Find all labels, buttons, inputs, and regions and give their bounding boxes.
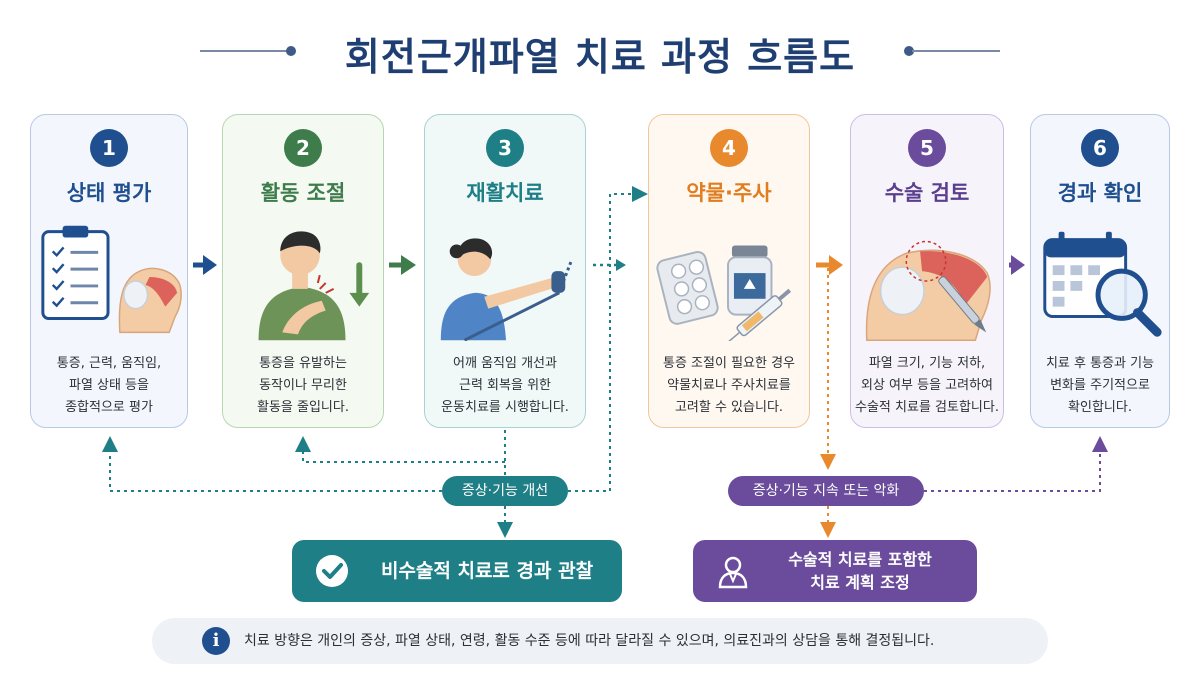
step-title: 약물·주사 — [686, 181, 772, 205]
arrow-step4-to-step5 — [816, 255, 843, 275]
outcome-conservative-observation: 비수술적 치료로 경과 관찰 — [292, 540, 622, 602]
step-description: 치료 후 통증과 기능 변화를 주기적으로 확인합니다. — [1045, 356, 1155, 415]
step-number: 1 — [90, 129, 128, 167]
step-card-progress-check: 6 경과 확인 치료 후 통증과 기능 변화를 주기적으로 확인합니다. — [1030, 114, 1170, 428]
clipboard-checklist-icon — [41, 225, 182, 334]
arrow-step2-to-step3 — [389, 255, 416, 275]
info-note: i 치료 방향은 개인의 증상, 파열 상태, 연령, 활동 수준 등에 따라 … — [152, 618, 1048, 664]
step-card-medication-injection: 4 약물·주사 통증 조절이 필요한 경우 약물치료나 주사치료를 고려할 수 … — [648, 114, 810, 428]
arrow-step3-to-step4 — [593, 259, 626, 271]
step-title: 수술 검토 — [884, 181, 970, 205]
page-title: 회전근개파열 치료 과정 흐름도 — [344, 35, 856, 79]
improve-branch-label: 증상·기능 개선 — [442, 476, 568, 506]
doctor-icon — [718, 556, 748, 589]
step-description: 파열 크기, 기능 저하, 외상 여부 등을 고려하여 수술적 치료를 검토합니… — [855, 356, 999, 415]
title-divider-left — [200, 50, 288, 52]
step-card-assessment: 1 상태 평가 통증, 근력, 움직임, 파열 상태 등을 종합적으로 평가 — [30, 114, 188, 428]
step-description: 어깨 움직임 개선과 근력 회복을 위한 운동치료를 시행합니다. — [441, 356, 569, 415]
arrow-step5-to-step6 — [1009, 255, 1025, 275]
title-dot-left — [286, 46, 296, 56]
step-number: 3 — [486, 129, 524, 167]
calendar-magnifier-icon — [1043, 231, 1162, 337]
step-description: 통증, 근력, 움직임, 파열 상태 등을 종합적으로 평가 — [56, 356, 162, 415]
person-holding-shoulder-icon — [258, 231, 370, 341]
title-dot-right — [904, 46, 914, 56]
step-description: 통증 조절이 필요한 경우 약물치료나 주사치료를 고려할 수 있습니다. — [663, 356, 795, 415]
outcome-label: 비수술적 치료로 경과 관찰 — [380, 560, 594, 582]
outcome-surgical-plan-adjustment: 수술적 치료를 포함한 치료 계획 조정 — [693, 540, 977, 602]
step-title: 경과 확인 — [1057, 181, 1143, 205]
info-icon: i — [202, 627, 230, 655]
step-number: 5 — [908, 129, 946, 167]
outcome-label: 수술적 치료를 포함한 치료 계획 조정 — [788, 550, 932, 592]
step-title: 활동 조절 — [260, 181, 346, 205]
resistance-band-exercise-icon — [440, 238, 573, 341]
medication-syringe-icon — [656, 245, 792, 341]
arrow-step1-to-step2 — [193, 255, 217, 275]
title-divider-right — [912, 50, 1000, 52]
step-number: 6 — [1081, 129, 1119, 167]
step-number: 2 — [284, 129, 322, 167]
step-card-surgery-review: 5 수술 검토 파열 크기, 기능 저하, 외상 여부 등을 고려하여 수술적 … — [850, 114, 1004, 428]
check-circle-icon — [316, 555, 348, 587]
title-area: 회전근개파열 치료 과정 흐름도 — [0, 18, 1200, 79]
step-description: 통증을 유발하는 동작이나 무리한 활동을 줄입니다. — [257, 356, 349, 415]
worsen-branch-label: 증상·기능 지속 또는 악화 — [728, 476, 924, 506]
info-note-text: 치료 방향은 개인의 증상, 파열 상태, 연령, 활동 수준 등에 따라 달라… — [244, 633, 935, 649]
step-number: 4 — [710, 129, 748, 167]
step-title: 재활치료 — [466, 181, 544, 205]
shoulder-surgery-icon — [865, 240, 991, 341]
step-title: 상태 평가 — [66, 181, 152, 205]
step-card-rehabilitation: 3 재활치료 어깨 움직임 개선과 근력 회복을 위한 운동치료를 시행합니다. — [424, 114, 586, 428]
step-card-activity-adjustment: 2 활동 조절 통증을 유발하는 동작이나 무리한 활동을 줄입니다. — [222, 114, 384, 428]
